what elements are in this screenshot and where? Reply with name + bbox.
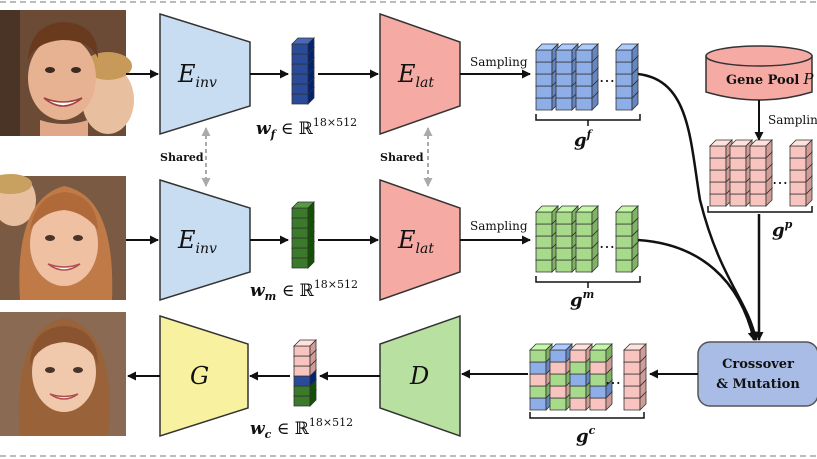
encoder-inv-mid — [159, 178, 251, 302]
w-m-label: wm ∈ ℝ18×512 — [250, 278, 358, 303]
g-c-ellipsis: … — [605, 369, 621, 388]
encoder-lat-mid-label: Elat — [397, 226, 434, 257]
encoder-inv-top-label: Einv — [177, 60, 217, 91]
shared-label-elat: Shared — [380, 151, 424, 164]
g-f-gene-blocks — [535, 43, 639, 111]
g-f-brace — [535, 114, 641, 126]
flow-gf-to-crossover — [637, 72, 759, 341]
encoder-lat-top — [379, 12, 461, 136]
generator-g-label: G — [190, 362, 209, 390]
father-face-image — [0, 10, 134, 136]
sampling-label-pool: Sampling — [768, 113, 817, 127]
sampling-label-mid: Sampling — [470, 219, 528, 233]
g-f-ellipsis: … — [599, 67, 615, 86]
encoder-inv-top — [159, 12, 251, 136]
generator-g — [159, 314, 249, 438]
encoder-lat-top-label: Elat — [397, 60, 434, 91]
encoder-lat-mid — [379, 178, 461, 302]
w-f-latent-stack — [291, 37, 315, 105]
g-f-label: gf — [574, 128, 594, 151]
mother-face-image — [0, 174, 126, 300]
crossover-label: Crossover — [722, 357, 794, 372]
w-c-label: wc ∈ ℝ18×512 — [250, 416, 353, 441]
g-p-ellipsis: … — [772, 169, 788, 188]
mutation-label: & Mutation — [716, 377, 800, 392]
g-m-gene-blocks — [535, 205, 639, 273]
g-c-label: gc — [576, 424, 596, 447]
decoder-d — [379, 314, 461, 438]
g-m-ellipsis: … — [599, 233, 615, 252]
g-p-gene-blocks — [709, 139, 813, 207]
w-c-latent-stack — [293, 339, 317, 407]
g-c-gene-blocks — [529, 343, 647, 411]
w-f-label: wf ∈ ℝ18×512 — [256, 116, 357, 141]
crossover-mutation-box — [697, 341, 817, 407]
g-c-brace — [529, 412, 645, 419]
g-m-brace — [535, 276, 641, 288]
encoder-inv-mid-label: Einv — [177, 226, 217, 257]
child-face-image — [0, 312, 126, 436]
shared-label-einv: Shared — [160, 151, 204, 164]
g-m-label: gm — [570, 288, 594, 311]
sampling-label-top: Sampling — [470, 55, 528, 69]
g-p-brace — [707, 206, 813, 213]
decoder-d-label: D — [409, 362, 429, 390]
w-m-latent-stack — [291, 201, 315, 269]
gene-pool-cylinder — [705, 45, 813, 101]
flow-gm-to-crossover — [637, 238, 757, 341]
g-p-label: gp — [772, 218, 793, 241]
